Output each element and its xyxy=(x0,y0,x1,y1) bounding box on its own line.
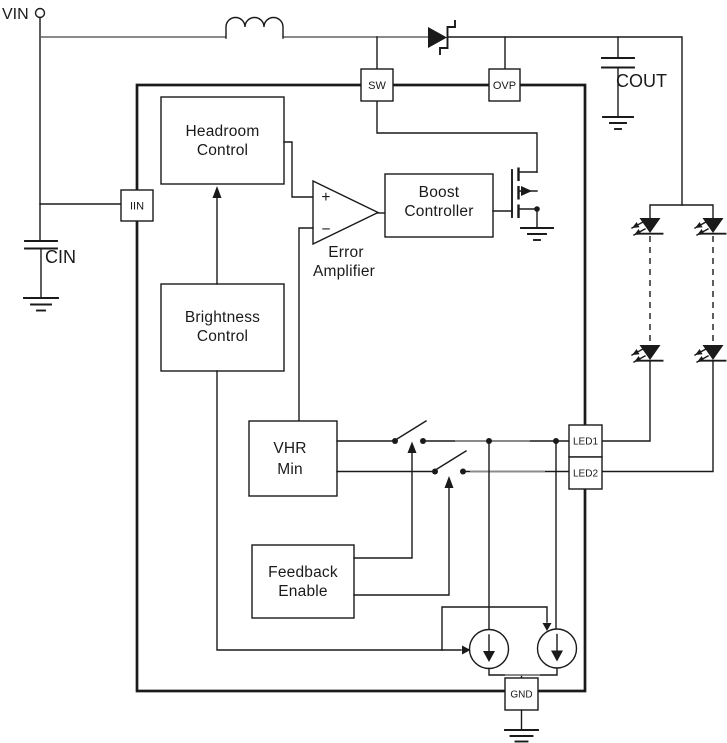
cin-capacitor: CIN xyxy=(23,203,122,312)
ground-icon xyxy=(23,297,59,312)
switch-icon xyxy=(436,450,467,470)
amp-minus-wire xyxy=(298,227,314,422)
sink-control-loop xyxy=(441,606,552,651)
brightness-label-1: Brightness xyxy=(185,309,260,326)
vhr-label-1: VHR xyxy=(273,440,306,457)
led-icon xyxy=(695,218,726,235)
feedback-enable-block: Feedback Enable xyxy=(251,544,355,619)
feedback-label-2: Enable xyxy=(278,583,327,600)
ic-outline xyxy=(135,83,587,693)
led-icon xyxy=(632,218,663,235)
brightness-to-headroom-arrow xyxy=(212,186,222,285)
boost-controller-block: Boost Controller xyxy=(384,173,494,238)
gnd-ground xyxy=(504,709,539,743)
ground-icon xyxy=(504,729,539,743)
sw-pin-label: SW xyxy=(368,80,386,92)
ground-icon xyxy=(602,116,634,130)
pin-gnd: GND xyxy=(504,677,539,711)
pin-led1: LED1 xyxy=(568,424,603,458)
headroom-to-amp-wire xyxy=(283,141,314,198)
led2-pin-label: LED2 xyxy=(573,469,598,480)
led-icon xyxy=(632,345,663,362)
pin-led2: LED2 xyxy=(568,456,603,490)
boost-label-1: Boost xyxy=(419,184,460,201)
vin-terminal-icon xyxy=(34,7,46,19)
current-source-icon xyxy=(468,628,510,670)
switch-icon xyxy=(396,420,427,440)
amp-plus-sign: + xyxy=(321,189,330,206)
vhr-min-block: VHR Min xyxy=(248,420,338,497)
brightness-control-block: Brightness Control xyxy=(160,283,285,372)
pin-ovp: OVP xyxy=(488,68,521,102)
brightness-to-sink-wire xyxy=(216,370,471,655)
vin-terminal: VIN xyxy=(2,6,46,242)
pin-iin: IIN xyxy=(120,189,154,222)
cin-label: CIN xyxy=(45,247,76,267)
headroom-label-1: Headroom xyxy=(186,123,260,140)
led1-feedback-line xyxy=(336,420,570,444)
sw-to-fet-wire xyxy=(376,100,538,173)
vhr-label-2: Min xyxy=(277,461,303,478)
current-source-icon xyxy=(536,628,578,669)
feedback-label-1: Feedback xyxy=(268,564,338,581)
led1-pin-label: LED1 xyxy=(573,437,598,448)
led-strings xyxy=(601,204,726,473)
error-amplifier: + − Error Amplifier xyxy=(312,179,380,280)
led2-feedback-line xyxy=(336,450,570,475)
switch-control-1 xyxy=(353,441,417,559)
power-mosfet-icon xyxy=(492,167,554,241)
cout-capacitor: COUT xyxy=(601,36,667,130)
error-amp-label-2: Amplifier xyxy=(313,263,375,280)
pin-sw: SW xyxy=(360,68,394,102)
led-icon xyxy=(695,345,726,362)
inductor-icon xyxy=(225,16,284,39)
gnd-pin-label: GND xyxy=(510,690,532,701)
headroom-control-block: Headroom Control xyxy=(160,96,285,185)
ovp-pin-label: OVP xyxy=(493,80,516,92)
amp-minus-sign: − xyxy=(321,221,330,238)
headroom-label-2: Control xyxy=(197,142,248,159)
brightness-label-2: Control xyxy=(197,328,248,345)
output-rail xyxy=(376,36,683,206)
cout-label: COUT xyxy=(616,71,667,91)
iin-pin-label: IIN xyxy=(130,201,144,213)
error-amp-label-1: Error xyxy=(328,244,363,261)
ground-icon xyxy=(520,227,554,241)
vin-label: VIN xyxy=(2,6,29,23)
switch-control-2 xyxy=(353,476,454,596)
boost-label-2: Controller xyxy=(404,203,473,220)
